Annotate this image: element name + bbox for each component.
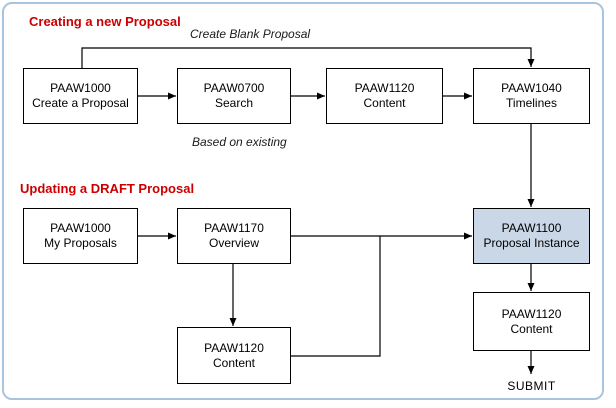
node-label: Content xyxy=(363,96,406,110)
node-label: My Proposals xyxy=(44,236,117,250)
node-code: PAAW1040 xyxy=(501,81,562,95)
node-code: PAAW1000 xyxy=(50,81,111,95)
node-code: PAAW1100 xyxy=(501,221,562,235)
node-paaw1040-timelines: PAAW1040 Timelines xyxy=(473,68,590,124)
node-label: Proposal Instance xyxy=(483,236,580,250)
line-content-join-branch xyxy=(291,236,381,357)
node-code: PAAW1170 xyxy=(204,221,264,235)
node-label: Search xyxy=(214,96,254,110)
node-code: PAAW1000 xyxy=(50,221,111,235)
node-label: Create a Proposal xyxy=(32,96,129,110)
submit-label: SUBMIT xyxy=(507,379,556,393)
node-paaw1170-overview: PAAW1170 Overview xyxy=(177,208,291,264)
annotation-create-blank-proposal: Create Blank Proposal xyxy=(190,27,311,41)
node-paaw1000-my-proposals: PAAW1000 My Proposals xyxy=(23,208,138,264)
node-code: PAAW1120 xyxy=(354,81,415,95)
section-title-creating: Creating a new Proposal xyxy=(29,14,181,29)
node-label: Timelines xyxy=(506,96,557,110)
node-label: Content xyxy=(212,355,256,370)
node-paaw1120-content-create-flow: PAAW1120 Content xyxy=(326,68,443,124)
node-code: PAAW1120 xyxy=(204,340,264,355)
node-paaw1100-proposal-instance: PAAW1100 Proposal Instance xyxy=(473,208,590,264)
node-paaw1120-content-overview-flow: PAAW1120 Content xyxy=(177,327,291,384)
node-paaw1120-content-final: PAAW1120 Content xyxy=(473,292,590,351)
node-label: Overview xyxy=(208,236,259,250)
node-code: PAAW1120 xyxy=(501,306,562,321)
node-label: Content xyxy=(510,321,553,336)
node-code: PAAW0700 xyxy=(203,81,265,95)
arrow-create-blank-route xyxy=(81,47,535,68)
section-title-updating: Updating a DRAFT Proposal xyxy=(20,181,195,196)
node-paaw0700-search: PAAW0700 Search xyxy=(177,68,291,124)
annotation-based-on-existing: Based on existing xyxy=(192,135,287,149)
node-paaw1000-create-a-proposal: PAAW1000 Create a Proposal xyxy=(23,68,138,124)
